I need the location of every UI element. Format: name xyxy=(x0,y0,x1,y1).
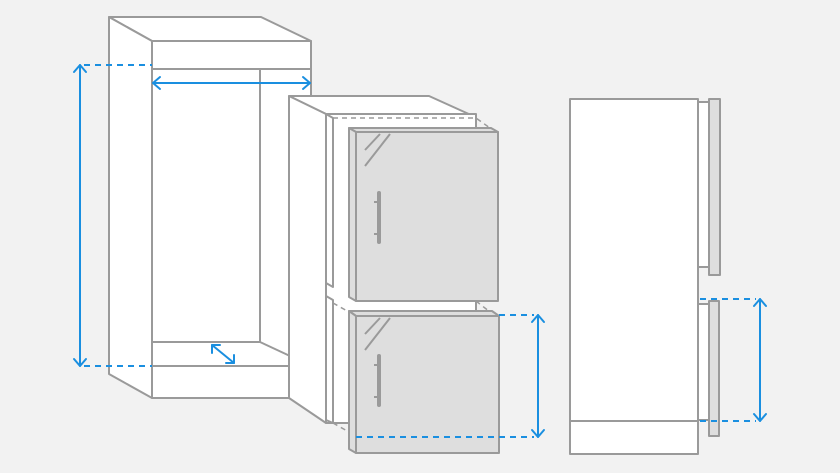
upper-door xyxy=(348,127,499,302)
fridge-front-view xyxy=(288,95,500,454)
lower-door-side xyxy=(708,300,720,437)
fridge-side-view xyxy=(569,98,721,455)
cabinet-niche xyxy=(108,16,312,399)
side-dimension xyxy=(700,298,767,422)
niche-dimensions xyxy=(73,64,311,367)
lower-door xyxy=(348,310,500,454)
upper-door-side xyxy=(708,98,721,276)
door-height-dimension xyxy=(356,314,545,438)
